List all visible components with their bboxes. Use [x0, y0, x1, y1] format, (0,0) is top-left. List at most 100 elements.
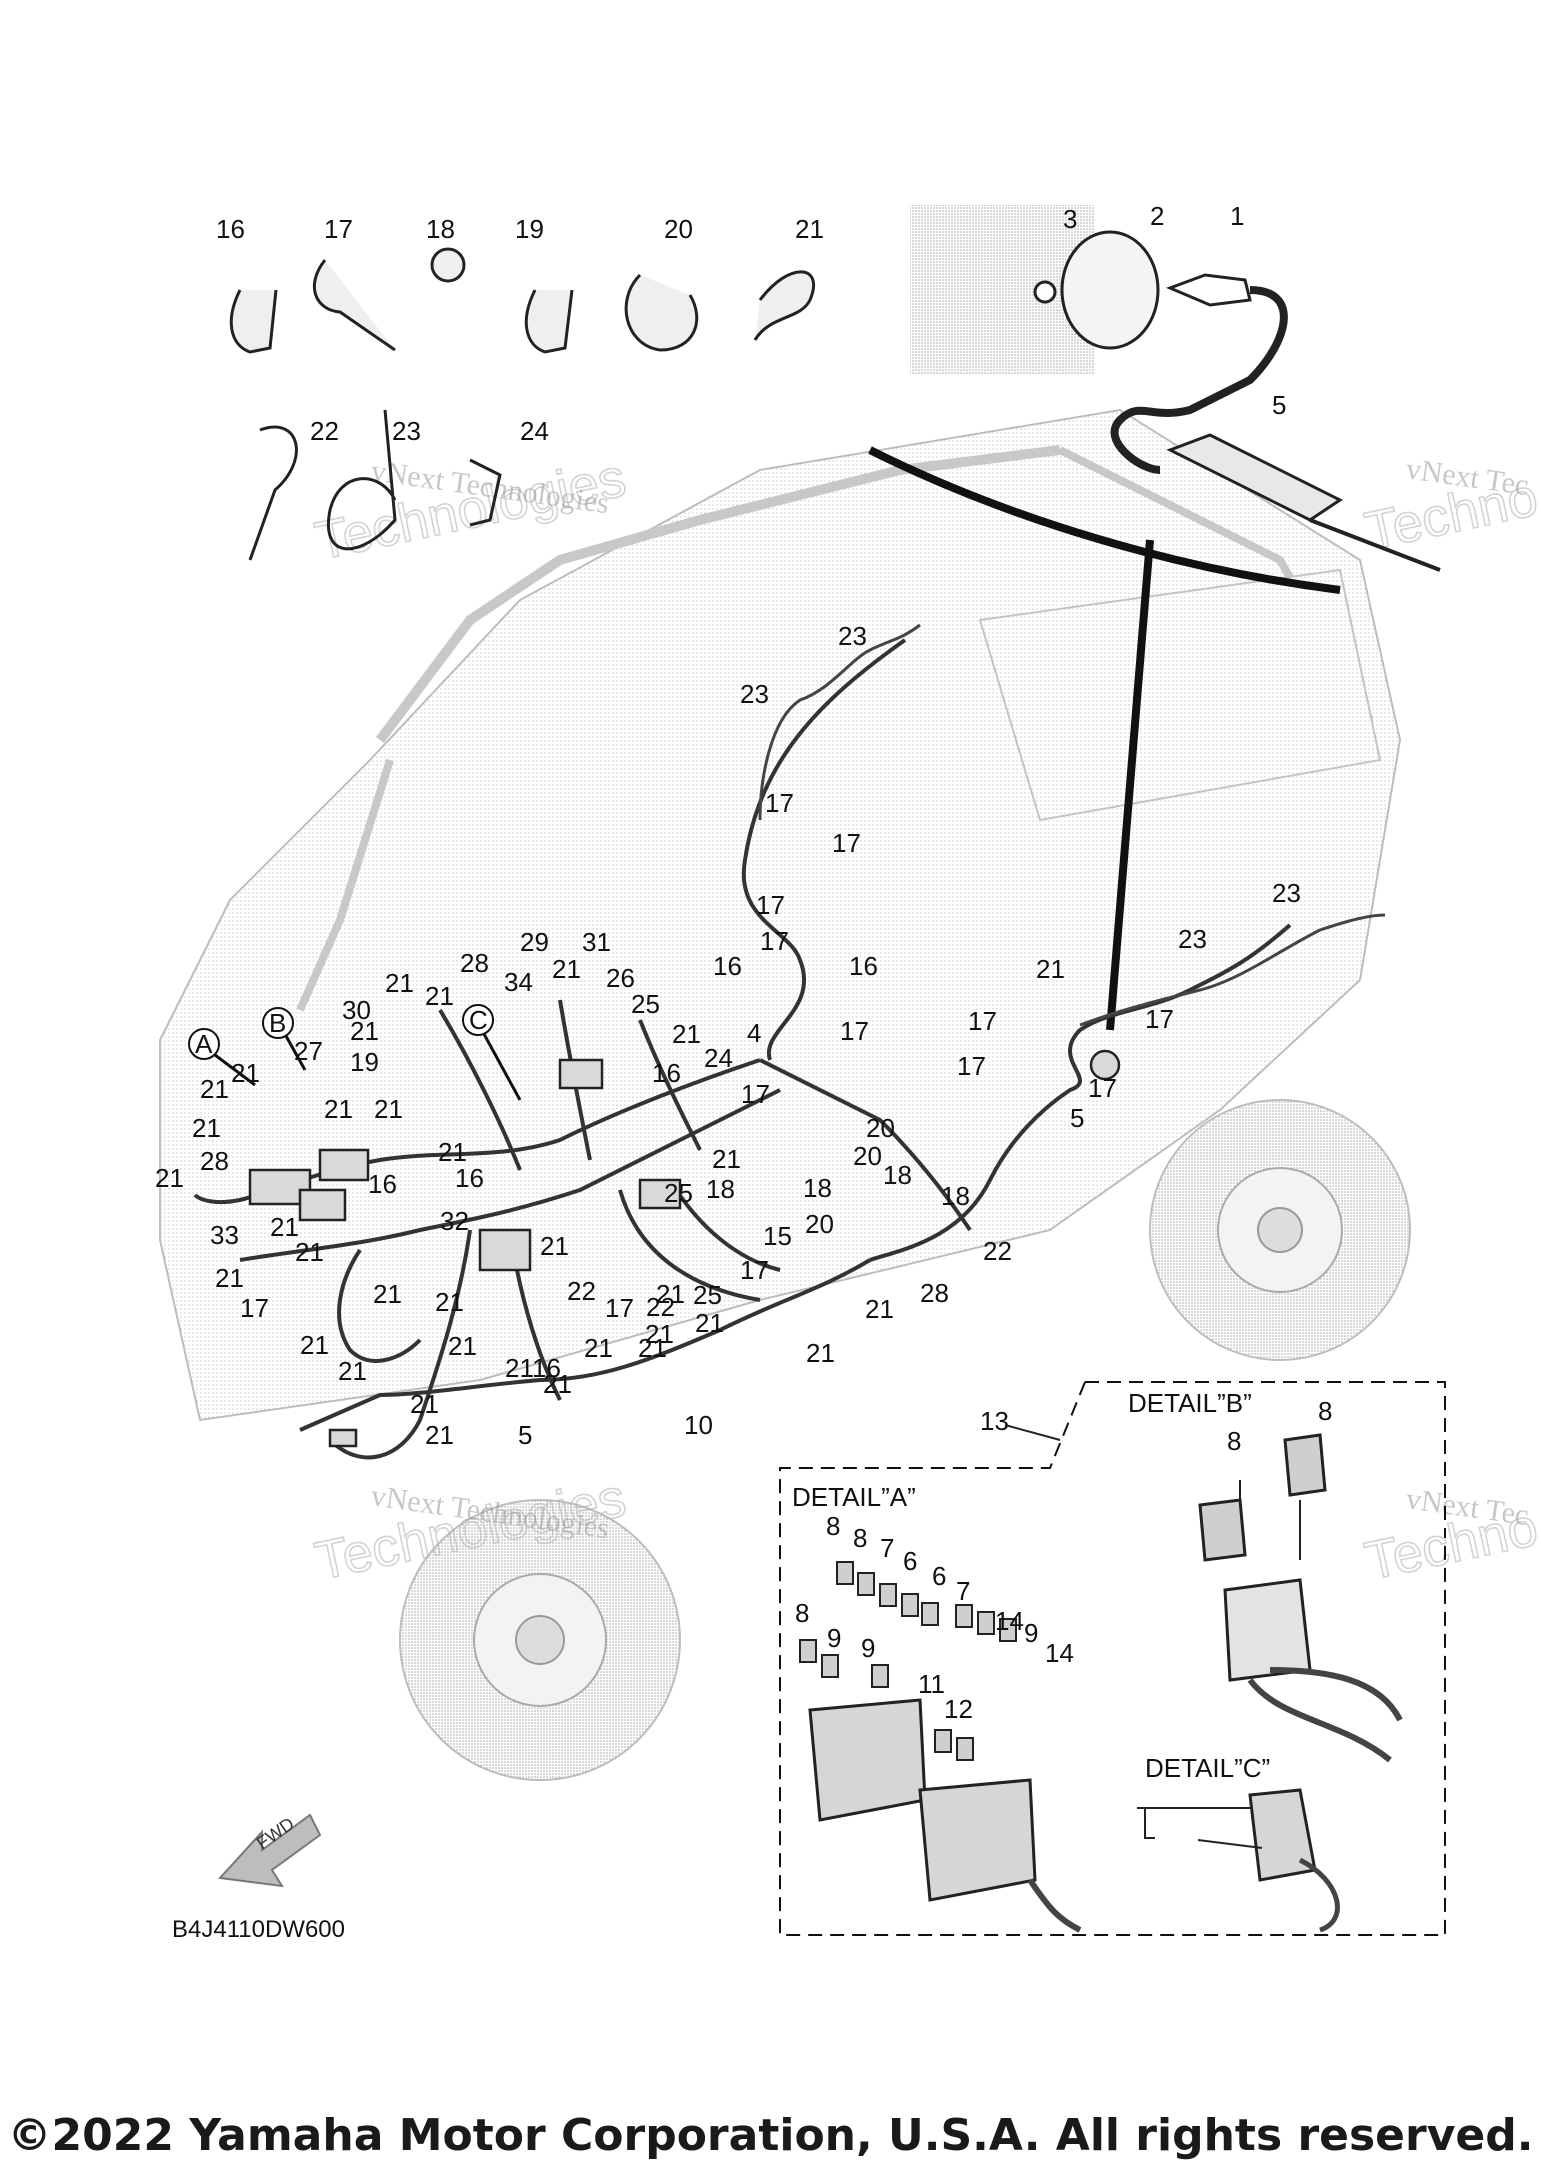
callout-label: 17: [832, 828, 861, 858]
vehicle-silhouette: [159, 408, 1411, 1781]
fuse: [871, 1664, 889, 1688]
callout-label: 16: [532, 1353, 561, 1383]
detail-b-title: DETAIL”B”: [1128, 1388, 1252, 1418]
cargo-bed: [978, 568, 1382, 822]
callout-label: 24: [704, 1043, 733, 1073]
callout-label: 24: [520, 416, 549, 446]
callout-label: 17: [760, 926, 789, 956]
callout-label: 21: [448, 1331, 477, 1361]
callout-label: 20: [805, 1209, 834, 1239]
band-23: [327, 409, 397, 551]
callout-labels: 16 17 18 19 20 21 22 23 24 3 2 1 5 23 23…: [155, 201, 1301, 1450]
fuse: [934, 1729, 952, 1753]
callout-label: 16: [849, 951, 878, 981]
callout-label: 21: [865, 1294, 894, 1324]
callout-label: 16: [455, 1163, 484, 1193]
sensor-1-body: [1165, 273, 1252, 307]
callout-label: 21: [438, 1137, 467, 1167]
callout-label: 9: [1024, 1618, 1038, 1648]
leader-5: [1004, 1424, 1061, 1441]
callout-label: 27: [294, 1036, 323, 1066]
main-wire-harness: [193, 638, 1292, 1460]
connector-block-d: [478, 1228, 532, 1272]
callout-label: 21: [435, 1287, 464, 1317]
callout-label: 21: [638, 1333, 667, 1363]
callout-label: 5: [518, 1420, 532, 1450]
fwd-arrow: FWD: [217, 1813, 322, 1888]
harness-connectors: [248, 1049, 1121, 1448]
lamp-socket: [1089, 1049, 1121, 1081]
rear-lamp-lead-2: [1079, 913, 1386, 1027]
detail-c-title: DETAIL”C”: [1145, 1753, 1270, 1783]
callout-label: 17: [605, 1293, 634, 1323]
detail-c-lead-12: [1197, 1839, 1263, 1849]
detail-a-title: DETAIL”A”: [792, 1482, 916, 1512]
roll-cage: [376, 445, 1061, 743]
callout-label: 1: [1230, 201, 1244, 231]
callout-label: 19: [515, 214, 544, 244]
harness-main-2: [239, 1088, 781, 1262]
callout-label: 14: [995, 1606, 1024, 1636]
callout-label: 18: [426, 214, 455, 244]
front-wheel: [399, 1499, 681, 1781]
washer-3: [1033, 280, 1057, 304]
callout-label: 17: [957, 1051, 986, 1081]
callout-label: 23: [1272, 878, 1301, 908]
callout-label: 21: [656, 1279, 685, 1309]
callout-label: 4: [747, 1018, 761, 1048]
callout-label: 8: [826, 1511, 840, 1541]
detail-b-border: [1085, 1381, 1446, 1538]
harness-upper-left: [438, 1008, 522, 1171]
harness-main: [193, 1058, 761, 1205]
detail-b-leader: [779, 1381, 1446, 1936]
fuse-set: [799, 1561, 1017, 1761]
callout-label: 17: [324, 214, 353, 244]
callout-label: 21: [338, 1356, 367, 1386]
callout-label: 20: [664, 214, 693, 244]
fuse: [956, 1737, 974, 1761]
callout-label: 31: [582, 927, 611, 957]
callout-label: 30: [342, 995, 371, 1025]
callout-label: 17: [741, 1079, 770, 1109]
fuse-box-2: [918, 1778, 1037, 1902]
callout-label: 21: [231, 1058, 260, 1088]
callout-label: 18: [941, 1181, 970, 1211]
callout-label: 23: [392, 416, 421, 446]
relay-13: [1283, 1433, 1327, 1497]
callout-label: 34: [504, 967, 533, 997]
harness-rear-right: [869, 923, 1292, 1262]
harness-lower: [618, 1189, 761, 1302]
callout-label: 21: [425, 1420, 454, 1450]
callout-label: 18: [803, 1173, 832, 1203]
connector-11-12-wire: [1298, 1857, 1340, 1933]
bracket-top: [868, 446, 1341, 594]
harness-mid-right: [759, 1058, 972, 1232]
callout-label: 20: [866, 1113, 895, 1143]
callout-label: 12: [944, 1694, 973, 1724]
band-19: [524, 289, 574, 354]
callout-label: 8: [795, 1598, 809, 1628]
callout-label: 17: [756, 890, 785, 920]
callout-label: 21: [270, 1212, 299, 1242]
callout-label: 21: [584, 1333, 613, 1363]
callout-label: 21: [373, 1279, 402, 1309]
callout-label: 25: [664, 1178, 693, 1208]
damper-18: [430, 247, 466, 283]
sensor-inset: [910, 205, 1441, 572]
connector-block-g: [328, 1428, 358, 1448]
callout-label: 8: [1318, 1396, 1332, 1426]
rear-lamp-lead: [758, 623, 921, 821]
callout-label: 9: [827, 1623, 841, 1653]
harness-upper-mid-2: [638, 1019, 702, 1151]
detail-marker-b: B: [262, 1007, 307, 1071]
callout-label: 21: [695, 1308, 724, 1338]
callout-label: 18: [883, 1160, 912, 1190]
callout-label: 21: [300, 1330, 329, 1360]
fuse: [821, 1654, 839, 1678]
fuse: [857, 1572, 875, 1596]
callout-label: 21: [155, 1163, 184, 1193]
callout-label: 21: [795, 214, 824, 244]
callout-label: 25: [693, 1280, 722, 1310]
diagram-code: B4J4110DW600: [172, 1916, 345, 1943]
callout-label: 32: [440, 1206, 469, 1236]
